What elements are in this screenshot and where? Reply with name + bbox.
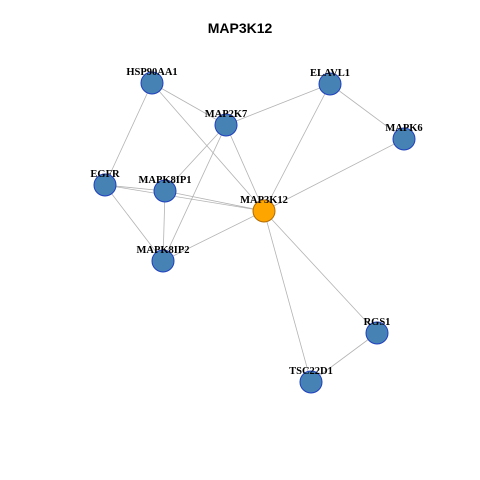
- edge-layer: [104, 82, 405, 383]
- node-circle-egfr: [93, 173, 117, 197]
- edge-hsp90aa1-map3k12: [151, 82, 265, 212]
- node-circle-mapk8ip1: [153, 179, 177, 203]
- node-circle-mapk8ip2: [151, 249, 175, 273]
- node-map3k12: MAP3K12: [240, 195, 288, 223]
- node-circle-map2k7: [214, 113, 238, 137]
- node-circle-mapk6: [392, 127, 416, 151]
- node-label-map2k7: MAP2K7: [205, 109, 248, 120]
- node-egfr: EGFR: [90, 169, 120, 197]
- node-circle-tsc22d1: [299, 370, 323, 394]
- node-mapk8ip2: MAPK8IP2: [136, 245, 190, 273]
- node-label-mapk8ip1: MAPK8IP1: [138, 175, 191, 186]
- edge-map2k7-mapk8ip2: [162, 124, 227, 262]
- node-hsp90aa1: HSP90AA1: [126, 67, 178, 95]
- node-rgs1: RGS1: [364, 317, 391, 345]
- edge-hsp90aa1-egfr: [104, 82, 153, 186]
- node-circle-rgs1: [365, 321, 389, 345]
- edge-elavl1-mapk6: [329, 83, 405, 140]
- edge-map2k7-elavl1: [225, 83, 331, 126]
- edge-mapk8ip2-map3k12: [162, 210, 265, 262]
- node-label-egfr: EGFR: [90, 169, 120, 180]
- node-label-elavl1: ELAVL1: [310, 68, 350, 79]
- graph-title: MAP3K12: [207, 20, 273, 36]
- edge-egfr-mapk8ip2: [104, 184, 164, 262]
- node-mapk6: MAPK6: [385, 123, 423, 151]
- node-circle-elavl1: [318, 72, 342, 96]
- edge-mapk8ip1-map3k12: [164, 190, 265, 212]
- node-label-mapk8ip2: MAPK8IP2: [136, 245, 189, 256]
- node-circle-map3k12: [252, 199, 276, 223]
- edge-mapk8ip1-mapk8ip2: [162, 190, 166, 262]
- node-label-rgs1: RGS1: [364, 317, 391, 328]
- edge-map2k7-map3k12: [225, 124, 265, 212]
- edge-egfr-map3k12: [104, 184, 265, 212]
- node-label-hsp90aa1: HSP90AA1: [126, 67, 177, 78]
- edge-map3k12-rgs1: [263, 210, 378, 334]
- node-tsc22d1: TSC22D1: [289, 366, 333, 394]
- edge-elavl1-map3k12: [263, 83, 331, 212]
- edge-hsp90aa1-map2k7: [151, 82, 227, 126]
- node-mapk8ip1: MAPK8IP1: [138, 175, 192, 203]
- node-label-mapk6: MAPK6: [385, 123, 422, 134]
- node-elavl1: ELAVL1: [310, 68, 350, 96]
- node-label-map3k12: MAP3K12: [240, 195, 288, 206]
- edge-map2k7-mapk8ip1: [164, 124, 227, 192]
- edge-map3k12-tsc22d1: [263, 210, 312, 383]
- node-label-tsc22d1: TSC22D1: [289, 366, 333, 377]
- node-map2k7: MAP2K7: [205, 109, 248, 137]
- node-circle-hsp90aa1: [140, 71, 164, 95]
- edge-mapk6-map3k12: [263, 138, 405, 212]
- edge-rgs1-tsc22d1: [310, 332, 378, 383]
